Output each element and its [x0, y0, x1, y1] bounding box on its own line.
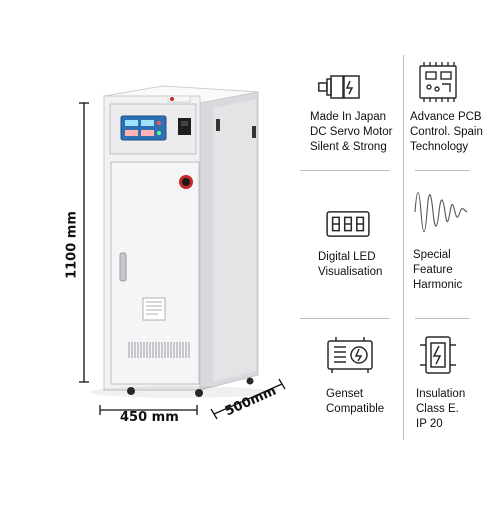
- width-dimension: 450 mm: [120, 410, 179, 425]
- height-dimension: 1100 mm: [64, 211, 80, 279]
- feature-line: IP 20: [416, 418, 443, 430]
- feature-line: Insulation: [416, 388, 466, 400]
- feature-line: Made In Japan: [310, 111, 387, 123]
- pcb-chip-icon: [419, 62, 457, 102]
- feature-line: Digital LED: [318, 251, 376, 263]
- grid-vertical-divider: [403, 55, 404, 440]
- grid-divider-1-left: [300, 170, 390, 171]
- feature-servo-motor: Made In Japan DC Servo Motor Silent & St…: [310, 60, 470, 180]
- feature-insulation: Insulation Class E. IP 20: [416, 335, 500, 455]
- product-area: 1100 mm 450 mm 500mm: [64, 85, 286, 425]
- servo-motor-icon: [318, 75, 360, 99]
- feature-line: Visualisation: [318, 266, 383, 278]
- digital-led-icon: [326, 211, 370, 237]
- feature-line: Special: [413, 249, 451, 261]
- grid-divider-2-right: [415, 318, 470, 319]
- stabilizer-cabinet-image: [79, 85, 286, 420]
- feature-line: Control. Spain: [410, 126, 483, 138]
- insulation-icon: [420, 336, 456, 374]
- feature-line: Harmonic: [413, 279, 463, 291]
- genset-icon: [327, 337, 373, 373]
- feature-genset: Genset Compatible: [326, 335, 486, 455]
- feature-line: Class E.: [416, 403, 459, 415]
- feature-line: Compatible: [326, 403, 385, 415]
- feature-harmonic: Special Feature Harmonic: [413, 184, 500, 304]
- grid-divider-1-right: [415, 170, 470, 171]
- feature-digital-led: Digital LED Visualisation: [318, 196, 478, 316]
- feature-line: Silent & Strong: [310, 141, 387, 153]
- feature-line: Genset: [326, 388, 364, 400]
- harmonic-wave-icon: [414, 191, 468, 233]
- feature-line: Feature: [413, 264, 453, 276]
- grid-divider-2-left: [300, 318, 390, 319]
- feature-line: Advance PCB: [410, 111, 482, 123]
- feature-line: DC Servo Motor: [310, 126, 393, 138]
- feature-pcb-control: Advance PCB Control. Spain Technology: [410, 60, 500, 180]
- feature-line: Technology: [410, 141, 469, 153]
